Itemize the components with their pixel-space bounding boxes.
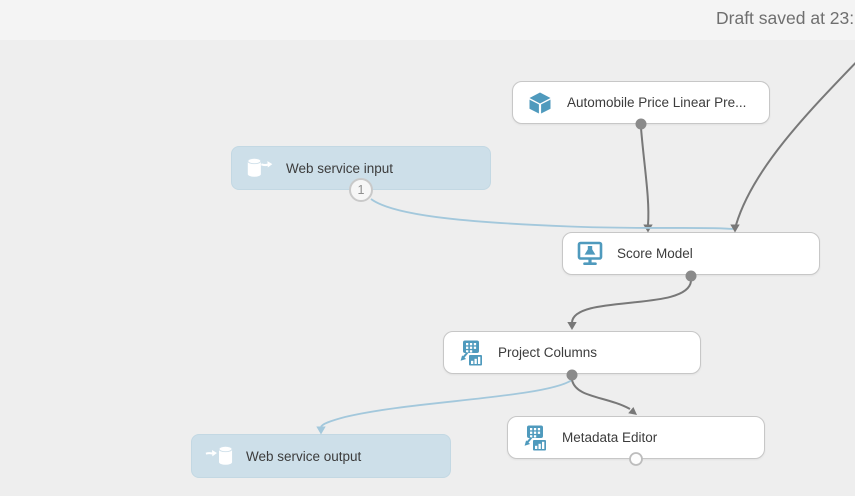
node-label: Metadata Editor (562, 430, 658, 445)
node-label: Project Columns (498, 345, 598, 360)
edge-scoremodel-to-projectcolumns[interactable] (571, 280, 692, 323)
node-metadata-editor[interactable]: Metadata Editor (507, 416, 765, 459)
draft-saved-status: Draft saved at 23: (716, 8, 855, 28)
monitor-flask-icon (576, 240, 604, 268)
database-arrow-out-icon (245, 154, 273, 182)
arrow-into-database-icon (205, 442, 233, 470)
edge-webinput-to-scoremodel[interactable] (370, 198, 734, 230)
edge-arrowhead (567, 322, 577, 330)
port-number-label: 1 (357, 183, 365, 197)
edge-autoprice-to-scoremodel[interactable] (640, 127, 650, 226)
grid-to-chart-icon (521, 424, 549, 452)
cube-icon (526, 89, 554, 117)
edge-offscreen-to-scoremodel[interactable] (735, 52, 855, 226)
top-bar (0, 0, 855, 40)
node-label: Automobile Price Linear Pre... (567, 95, 747, 110)
node-automobile-price-model[interactable]: Automobile Price Linear Pre... (512, 81, 770, 124)
node-label: Web service output (246, 448, 362, 464)
node-label: Web service input (286, 160, 394, 176)
node-score-model[interactable]: Score Model (562, 232, 820, 275)
web-service-input-output-port[interactable]: 1 (349, 178, 373, 202)
edge-projectcolumns-to-metadataeditor[interactable] (571, 379, 631, 410)
edge-arrowhead (628, 407, 637, 415)
node-project-columns[interactable]: Project Columns (443, 331, 701, 374)
node-web-service-output[interactable]: Web service output (191, 434, 451, 478)
node-label: Score Model (617, 246, 693, 261)
grid-to-chart-icon (457, 339, 485, 367)
